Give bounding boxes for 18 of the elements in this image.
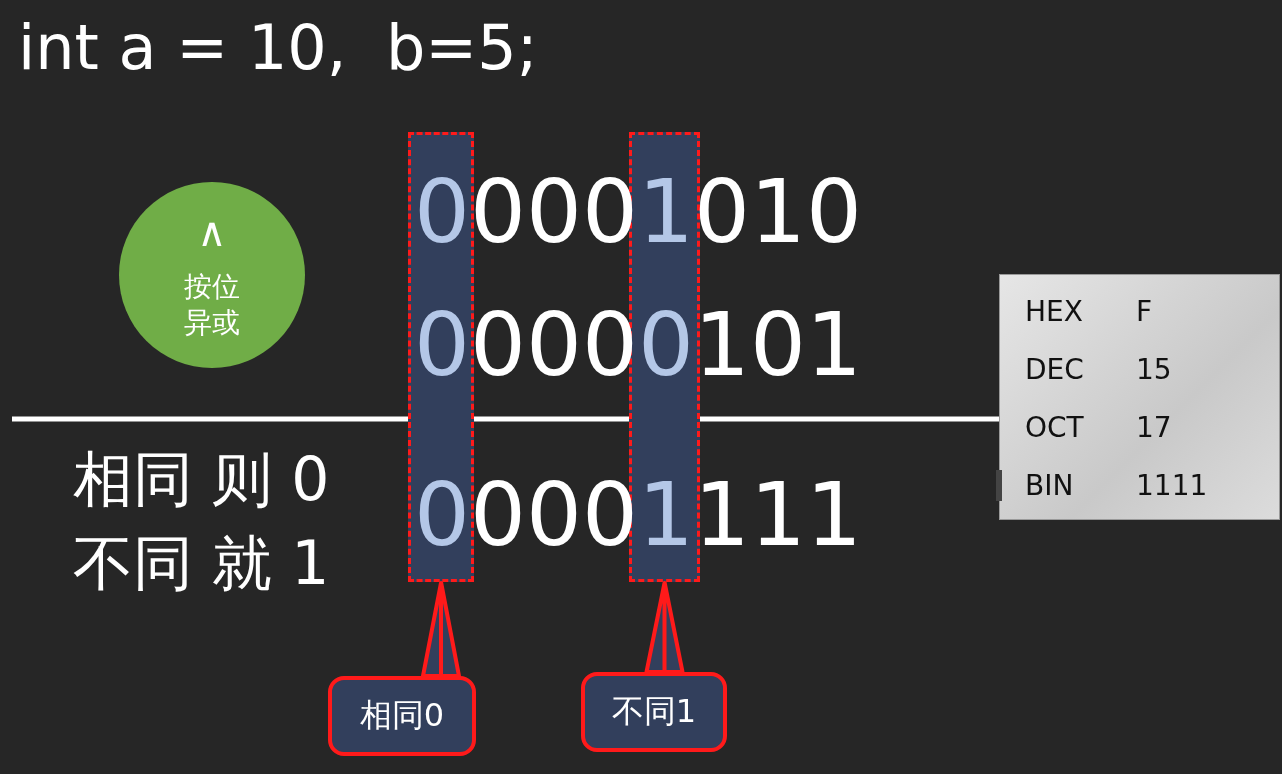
binary-number: 00001010	[414, 162, 862, 262]
table-cell: BIN	[1025, 469, 1074, 503]
table-cell: 17	[1136, 411, 1172, 445]
binary-number: 00001111	[414, 465, 862, 565]
operator-name: 按位异或	[183, 269, 241, 341]
code-line: int a = 10, b=5;	[18, 10, 538, 86]
table-cell: OCT	[1025, 411, 1084, 445]
table-cell: DEC	[1025, 353, 1084, 387]
binary-number: 00000101	[414, 295, 862, 395]
table-cell: 15	[1136, 353, 1172, 387]
operator-symbol: ∧	[197, 209, 227, 255]
callout-tail	[644, 580, 685, 674]
rule-text: 相同 则 0	[73, 444, 330, 514]
callout-tail	[421, 580, 461, 678]
rule-text: 不同 就 1	[73, 528, 330, 598]
table-cell: 1111	[1136, 469, 1208, 503]
table-cell: F	[1136, 295, 1153, 329]
table-cell: HEX	[1025, 295, 1083, 329]
